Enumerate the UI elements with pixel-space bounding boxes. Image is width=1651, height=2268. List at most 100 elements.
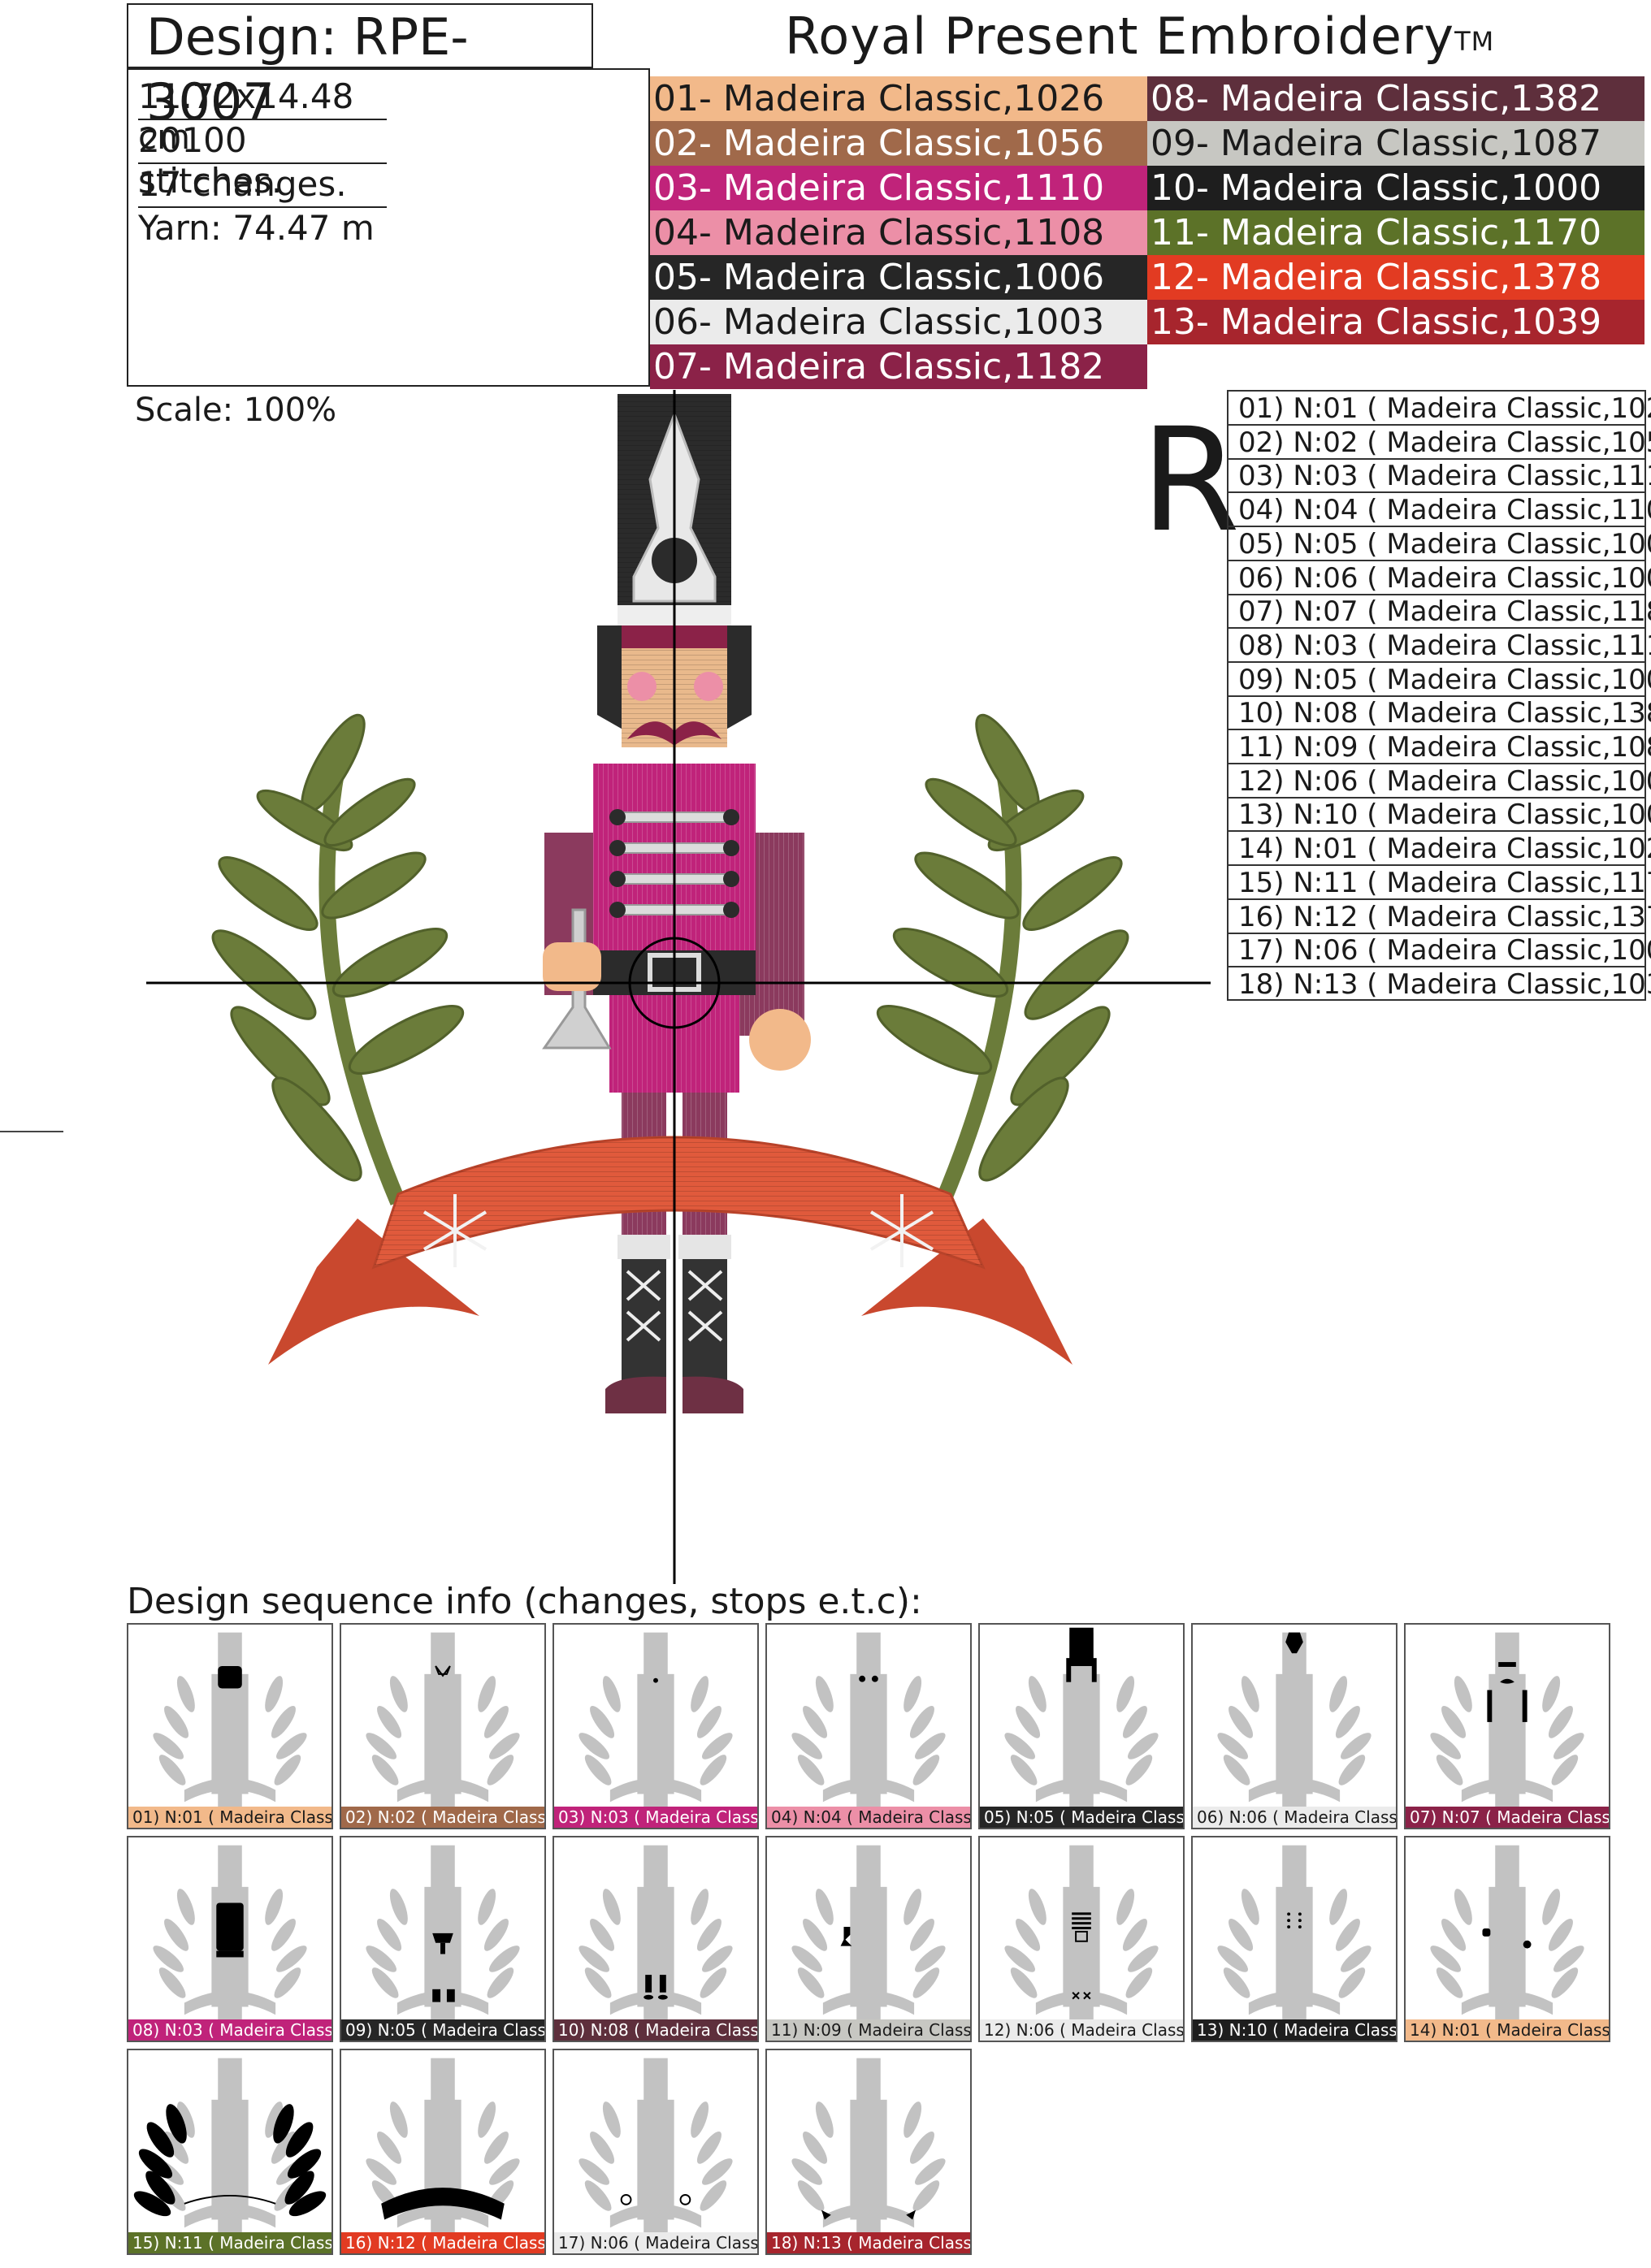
design-id-box: Design: RPE-3007 xyxy=(127,3,593,132)
thumbnail-preview xyxy=(153,1632,307,1808)
thumbnail-preview xyxy=(791,2058,946,2234)
thumbnail-label: 06) N:06 ( Madeira Classic, xyxy=(1193,1807,1396,1828)
color-swatch: 13- Madeira Classic,1039 xyxy=(1147,300,1644,344)
sequence-list-item: 05) N:05 ( Madeira Classic,1006) xyxy=(1228,527,1651,561)
sequence-list-item: 16) N:12 ( Madeira Classic,1378) xyxy=(1228,900,1651,934)
sequence-list-item: 12) N:06 ( Madeira Classic,1003) xyxy=(1228,764,1651,799)
thumbnail-preview xyxy=(578,1845,733,2021)
sequence-thumbnail: 05) N:05 ( Madeira Classic xyxy=(978,1623,1185,1829)
design-info-box xyxy=(127,68,650,387)
sequence-title: Design sequence info (changes, stops e.t… xyxy=(127,1581,922,1622)
thumbnail-label: 03) N:03 ( Madeira Classic xyxy=(554,1807,757,1828)
thumbnail-preview xyxy=(1217,1845,1372,2021)
sequence-thumbnail: 02) N:02 ( Madeira Classic xyxy=(340,1623,546,1829)
sequence-thumbnail: 12) N:06 ( Madeira Classic, xyxy=(978,1836,1185,2042)
color-swatch: 12- Madeira Classic,1378 xyxy=(1147,255,1644,300)
sequence-thumbnail: 13) N:10 ( Madeira Classic,1 xyxy=(1191,1836,1398,2042)
sequence-thumbnail: 17) N:06 ( Madeira Classic, xyxy=(552,2049,759,2255)
thumbnail-label: 05) N:05 ( Madeira Classic xyxy=(980,1807,1183,1828)
thumbnail-label: 04) N:04 ( Madeira Classic xyxy=(767,1807,970,1828)
trademark-mark: TM xyxy=(1454,26,1495,57)
thumbnail-label: 13) N:10 ( Madeira Classic,1 xyxy=(1193,2019,1396,2041)
sequence-list-item: 04) N:04 ( Madeira Classic,1108) xyxy=(1228,493,1651,528)
thumbnail-preview xyxy=(153,1845,307,2021)
sequence-thumbnail: 10) N:08 ( Madeira Classic, xyxy=(552,1836,759,2042)
color-swatch: 11- Madeira Classic,1170 xyxy=(1147,210,1644,255)
thumbnail-preview xyxy=(133,2058,327,2234)
thumbnail-label: 07) N:07 ( Madeira Classic xyxy=(1406,1807,1609,1828)
info-size: 11.72x14.48 cm xyxy=(138,76,354,157)
thumbnail-label: 08) N:03 ( Madeira Classic xyxy=(128,2019,332,2041)
embroidery-preview xyxy=(146,390,1211,1584)
info-size-row: 11.72x14.48 cm xyxy=(138,76,387,157)
thumbnail-label: 02) N:02 ( Madeira Classic xyxy=(341,1807,544,1828)
thumbnail-label: 18) N:13 ( Madeira Classic,1 xyxy=(767,2232,970,2253)
design-id: Design: RPE-3007 xyxy=(146,7,469,132)
info-yarn: Yarn: 74.47 m xyxy=(138,208,375,248)
brand-title: Royal Present EmbroideryTM xyxy=(785,3,1494,70)
sequence-thumbnail: 06) N:06 ( Madeira Classic, xyxy=(1191,1623,1398,1829)
sequence-thumbnail: 03) N:03 ( Madeira Classic xyxy=(552,1623,759,1829)
color-swatch: 06- Madeira Classic,1003 xyxy=(650,300,1147,344)
thumbnail-preview xyxy=(578,1632,733,1808)
nutcracker-figure xyxy=(542,394,811,1413)
right-snowflake xyxy=(869,1194,934,1267)
sequence-thumbnail: 15) N:11 ( Madeira Classic,1 xyxy=(127,2049,333,2255)
info-stitches: 20100 stitches. xyxy=(138,120,283,201)
sequence-list-item: 09) N:05 ( Madeira Classic,1006) xyxy=(1228,663,1651,697)
sequence-thumbnail: 16) N:12 ( Madeira Classic,1 xyxy=(340,2049,546,2255)
thumbnail-preview xyxy=(1004,1845,1159,2021)
sequence-list-item: 18) N:13 ( Madeira Classic,1039) xyxy=(1238,967,1651,1001)
sequence-thumbnail: 08) N:03 ( Madeira Classic xyxy=(127,1836,333,2042)
thumbnail-label: 09) N:05 ( Madeira Classic xyxy=(341,2019,544,2041)
sequence-list-item: 17) N:06 ( Madeira Classic,1003) xyxy=(1228,933,1651,968)
sequence-list-item: 06) N:06 ( Madeira Classic,1003) xyxy=(1228,561,1651,595)
banner-ribbon xyxy=(268,1136,1072,1365)
sequence-list-item: 02) N:02 ( Madeira Classic,1056) xyxy=(1228,426,1651,460)
sequence-thumbnail: 14) N:01 ( Madeira Classic,1 xyxy=(1404,1836,1610,2042)
sequence-thumbnail: 07) N:07 ( Madeira Classic xyxy=(1404,1623,1610,1829)
sequence-list-item: 15) N:11 ( Madeira Classic,1170) xyxy=(1228,866,1651,900)
thumbnail-preview xyxy=(1430,1632,1584,1808)
sequence-thumbnail: 18) N:13 ( Madeira Classic,1 xyxy=(765,2049,972,2255)
sequence-thumbnail: 09) N:05 ( Madeira Classic xyxy=(340,1836,546,2042)
thumbnail-label: 10) N:08 ( Madeira Classic, xyxy=(554,2019,757,2041)
sequence-list-item: 07) N:07 ( Madeira Classic,1182) xyxy=(1228,595,1651,630)
rotation-mark: R xyxy=(1141,397,1241,564)
thumbnail-preview xyxy=(791,1845,946,2021)
thumbnail-preview xyxy=(791,1632,946,1808)
brand-name: Royal Present Embroidery xyxy=(785,6,1455,66)
scale-label: Scale: 100% xyxy=(135,392,337,429)
thumbnail-label: 15) N:11 ( Madeira Classic,1 xyxy=(128,2232,332,2253)
color-swatch: 08- Madeira Classic,1382 xyxy=(1147,76,1644,121)
right-laurel xyxy=(876,713,1129,1205)
color-swatch: 10- Madeira Classic,1000 xyxy=(1147,166,1644,210)
thumbnail-label: 14) N:01 ( Madeira Classic,1 xyxy=(1406,2019,1609,2041)
sequence-list-item: 11) N:09 ( Madeira Classic,1087) xyxy=(1228,730,1651,764)
color-swatch: 04- Madeira Classic,1108 xyxy=(650,210,1147,255)
thumbnail-preview xyxy=(1430,1845,1584,2021)
margin-tick xyxy=(0,1131,63,1132)
sequence-list-item: 03) N:03 ( Madeira Classic,1110) xyxy=(1228,459,1651,494)
thumbnail-label: 16) N:12 ( Madeira Classic,1 xyxy=(341,2232,544,2253)
sequence-list-item: 08) N:03 ( Madeira Classic,1110) xyxy=(1228,629,1651,663)
sequence-thumbnail: 01) N:01 ( Madeira Classic,1 xyxy=(127,1623,333,1829)
sequence-thumbnail: 11) N:09 ( Madeira Classic,1 xyxy=(765,1836,972,2042)
thumbnail-label: 12) N:06 ( Madeira Classic, xyxy=(980,2019,1183,2041)
info-stitches-row: 20100 stitches. xyxy=(138,120,387,201)
sequence-list-item: 13) N:10 ( Madeira Classic,1000) xyxy=(1228,798,1651,833)
thumbnail-preview xyxy=(366,1845,520,2021)
color-swatch: 05- Madeira Classic,1006 xyxy=(650,255,1147,300)
thumbnail-label: 11) N:09 ( Madeira Classic,1 xyxy=(767,2019,970,2041)
thumbnail-preview xyxy=(578,2058,733,2234)
center-crosshair xyxy=(146,390,1211,1584)
thumbnail-preview xyxy=(1217,1632,1372,1808)
color-swatch: 01- Madeira Classic,1026 xyxy=(650,76,1147,121)
thumbnail-label: 01) N:01 ( Madeira Classic,1 xyxy=(128,1807,332,1828)
sequence-list-item: 10) N:08 ( Madeira Classic,1382) xyxy=(1228,696,1651,731)
sequence-list-item: 01) N:01 ( Madeira Classic,1026) xyxy=(1228,392,1651,426)
thumbnail-preview xyxy=(1004,1627,1159,1808)
left-snowflake xyxy=(422,1194,488,1267)
sequence-list-item: 14) N:01 ( Madeira Classic,1026) xyxy=(1228,832,1651,867)
info-changes: 17 changes. xyxy=(138,164,347,204)
